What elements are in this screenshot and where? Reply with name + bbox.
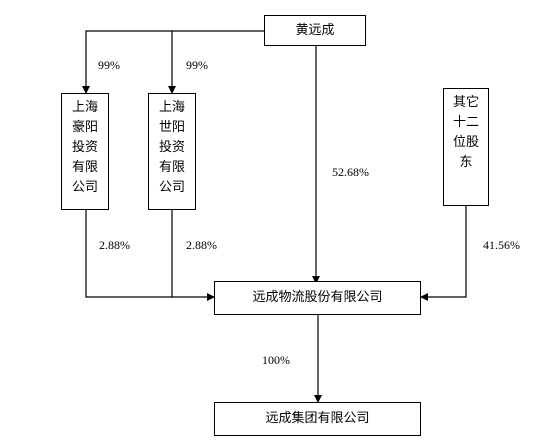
line-huang-to-subsidiaries xyxy=(82,30,264,94)
entity-other-shareholders: 其它十二位股东 xyxy=(443,88,489,206)
stake-huang-haoyang: 99% xyxy=(98,58,120,72)
stake-huang-shiyang: 99% xyxy=(186,58,208,72)
entity-label: 远成集团有限公司 xyxy=(265,411,370,427)
entity-label: 远成物流股份有限公司 xyxy=(252,290,383,306)
stake-haoyang-logistics: 2.88% xyxy=(99,238,130,252)
entity-label: 上海世阳投资有限公司 xyxy=(158,100,185,195)
entity-yuancheng-logistics: 远成物流股份有限公司 xyxy=(214,281,421,315)
stake-logistics-group: 100% xyxy=(262,353,290,367)
entity-label: 黄远成 xyxy=(295,22,335,38)
stake-huang-logistics: 52.68% xyxy=(332,165,369,179)
entity-label: 其它十二位股东 xyxy=(452,95,479,170)
line-others-to-logistics xyxy=(420,206,467,301)
stake-others-logistics: 41.56% xyxy=(483,238,520,252)
entity-huang-yuancheng: 黄远成 xyxy=(264,15,366,46)
entity-shanghai-haoyang: 上海豪阳投资有限公司 xyxy=(61,93,109,210)
entity-label: 上海豪阳投资有限公司 xyxy=(71,100,98,195)
entity-yuancheng-group: 远成集团有限公司 xyxy=(214,402,421,436)
entity-shanghai-shiyang: 上海世阳投资有限公司 xyxy=(148,93,196,210)
stake-shiyang-logistics: 2.88% xyxy=(186,238,217,252)
line-subsidiaries-to-logistics xyxy=(85,210,215,301)
